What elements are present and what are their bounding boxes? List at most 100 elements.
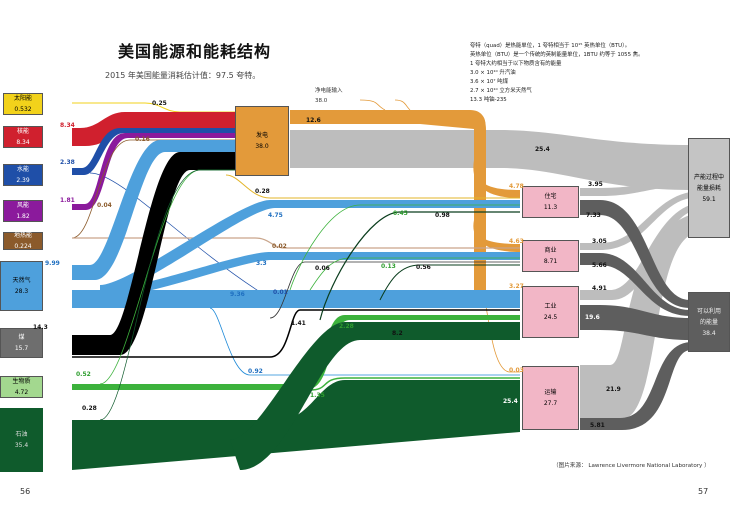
flow-label-pet-to-ind: 8.2 <box>392 330 403 337</box>
flow-label-coal-to-com: 0.06 <box>315 265 330 272</box>
flow-pet-to-res <box>319 211 520 321</box>
services-label-line: 的能量 <box>699 318 718 326</box>
page-number-left: 56 <box>20 487 31 496</box>
rejected-energy-box: 产能过程中 能量损耗 59.1 <box>688 138 730 238</box>
flow-label-gen-rejected: 25.4 <box>535 146 550 153</box>
source-value: 8.34 <box>16 139 30 146</box>
source-label: 生物质 <box>12 378 31 385</box>
flow-gas-to-gen <box>72 140 236 280</box>
flow-label-bio-to-res: 0.45 <box>393 210 408 217</box>
flow-label-solar-to-gen: 0.25 <box>152 100 167 107</box>
flow-label-hydro-to-ind: 0.01 <box>273 289 288 296</box>
energy-services-box: 可以利用 的能量 38.4 <box>688 292 730 352</box>
flow-ind-services <box>580 305 690 340</box>
flow-label-bio-to-trans: 1.35 <box>310 392 325 399</box>
flow-gas-to-trans <box>209 307 520 376</box>
flow-solar-to-gen <box>72 102 236 113</box>
flow-label-ind-services: 19.6 <box>585 314 600 321</box>
net-import-text: 净电能输入 <box>315 88 343 94</box>
sector-value: 27.7 <box>543 400 558 407</box>
services-value: 38.4 <box>702 329 716 337</box>
flow-label-bio-to-com: 0.13 <box>381 263 396 270</box>
source-label: 地热能 <box>13 232 32 239</box>
flow-coal-to-ind <box>72 309 520 358</box>
flow-label-geo-to-res: 0.04 <box>97 202 112 209</box>
unit-notes: 夸特（quad）是热能单位，1 夸特相当于 10¹⁵ 英热单位（BTU）。 英热… <box>470 42 644 105</box>
source-wind: 风能 1.82 <box>3 200 43 222</box>
source-value: 0.224 <box>14 243 32 250</box>
rejected-value: 59.1 <box>702 195 716 203</box>
flow-label-coal-to-ind: 1.41 <box>291 320 306 327</box>
net-import-label: 净电能输入 38.0 <box>315 86 343 106</box>
flow-bio-to-trans <box>309 377 520 391</box>
net-import-line <box>359 99 411 111</box>
source-value: 35.4 <box>14 442 29 449</box>
flow-hydro-to-gen <box>72 128 236 175</box>
flow-gas-to-com <box>100 252 520 298</box>
source-biomass: 生物质 4.72 <box>0 376 43 398</box>
flow-label-hydro-to-gen: 2.38 <box>60 159 75 166</box>
flow-label-gas-to-com: 3.3 <box>256 260 267 267</box>
source-geothermal: 地热能 0.224 <box>3 232 43 250</box>
sector-value: 24.5 <box>543 314 558 321</box>
sector-commercial: 商业 8.71 <box>522 240 579 272</box>
flow-pet-to-ind <box>230 322 520 470</box>
source-coal: 煤 15.7 <box>0 328 43 358</box>
flow-label-bio-to-ind: 2.28 <box>339 323 354 330</box>
flow-label-gas-to-gen: 9.99 <box>45 260 60 267</box>
electricity-generation-box: 发电 38.0 <box>235 106 289 176</box>
flow-pet-to-gen <box>99 169 236 421</box>
source-value: 0.532 <box>14 106 32 113</box>
source-label: 风能 <box>16 202 29 209</box>
note-line: 英热单位（BTU）是一个传统的英制能量单位，1BTU 约等于 1055 焦。 <box>470 52 644 58</box>
source-value: 2.39 <box>16 177 30 184</box>
flow-gen-rejected <box>290 130 690 190</box>
flow-label-ind-rejected: 4.91 <box>592 285 607 292</box>
source-label: 水能 <box>16 166 29 173</box>
sector-value: 11.3 <box>543 204 558 211</box>
flow-label-trans-services: 5.81 <box>590 422 605 429</box>
flow-label-gen-to-com: 4.63 <box>509 238 524 245</box>
flow-bio-to-res <box>289 204 520 291</box>
source-label: 石油 <box>15 431 28 438</box>
image-source: （图片来源： Lawrence Livermore National Labor… <box>553 463 710 469</box>
page-number-right: 57 <box>698 487 709 496</box>
net-import-value: 38.0 <box>315 98 328 104</box>
source-petroleum: 石油 35.4 <box>0 408 43 472</box>
flow-label-gen-to-res: 4.78 <box>509 183 524 190</box>
source-natural-gas: 天然气 28.3 <box>0 261 43 311</box>
note-line: 13.3 吨铀-235 <box>470 97 507 103</box>
sector-transportation: 运输 27.7 <box>522 366 579 430</box>
note-line: 1 夸特大约相当于以下物质含有的能量 <box>470 61 562 67</box>
flow-gen-to-res <box>473 160 520 198</box>
flow-res-rejected <box>580 180 690 196</box>
flow-label-trans-rejected: 21.9 <box>606 386 621 393</box>
flow-label-nuclear-to-gen: 8.34 <box>60 122 75 129</box>
source-label: 煤 <box>18 334 25 341</box>
flow-gen-to-com <box>473 220 520 252</box>
flow-ind-rejected <box>580 205 690 300</box>
flow-bio-to-com <box>309 257 520 291</box>
flow-label-solar-to-res: 0.28 <box>255 188 270 195</box>
flow-solar-to-res <box>225 174 520 199</box>
flow-label-res-services: 7.33 <box>586 212 601 219</box>
flow-label-pet-to-gen: 0.28 <box>82 405 97 412</box>
flow-label-gen-to-trans: 0.03 <box>509 367 524 374</box>
flow-pet-to-com <box>379 264 520 301</box>
flow-geo-to-gen <box>71 139 236 239</box>
source-nuclear: 核能 8.34 <box>3 126 43 148</box>
flow-gas-to-res <box>100 200 520 295</box>
flow-pet-to-trans <box>72 380 520 470</box>
flow-label-geo-to-gen: 0.16 <box>135 136 150 143</box>
source-solar: 太阳能 0.532 <box>3 93 43 115</box>
flow-label-gas-to-trans: 0.92 <box>248 368 263 375</box>
flow-label-geo-to-com: 0.02 <box>272 243 287 250</box>
source-label: 太阳能 <box>13 95 32 102</box>
generation-label: 发电 <box>255 132 268 139</box>
sector-industrial: 工业 24.5 <box>522 286 579 338</box>
flow-com-services <box>580 253 690 316</box>
source-hydro: 水能 2.39 <box>3 164 43 186</box>
source-value: 4.72 <box>14 389 29 396</box>
flow-geo-to-com <box>72 237 520 249</box>
